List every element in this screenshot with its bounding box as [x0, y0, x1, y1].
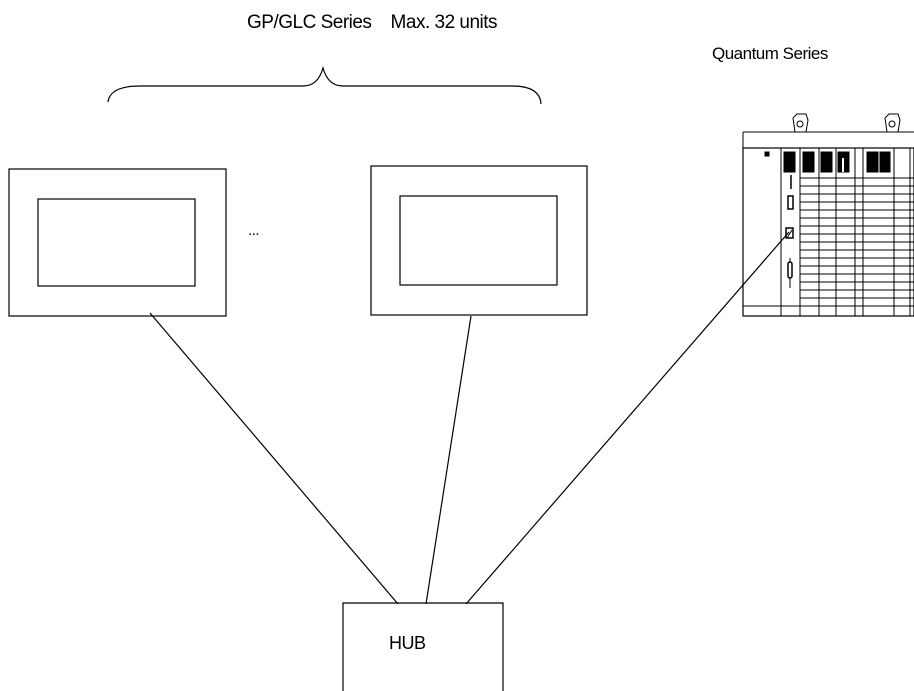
cable-gp2-hub: [425, 315, 472, 605]
hub-box: [342, 602, 504, 691]
quantum-plc: [742, 113, 914, 317]
ellipsis-label: ...: [248, 222, 260, 239]
gp-unit-1: [8, 168, 227, 317]
gp-series-label: GP/GLC Series Max. 32 units: [247, 12, 498, 33]
hub-label: HUB: [389, 633, 426, 653]
cable-plc-hub: [465, 231, 790, 605]
quantum-series-label: Quantum Series: [712, 44, 828, 63]
group-brace: [107, 65, 542, 105]
cable-gp1-hub: [149, 312, 399, 605]
gp-unit-2: [370, 165, 588, 316]
